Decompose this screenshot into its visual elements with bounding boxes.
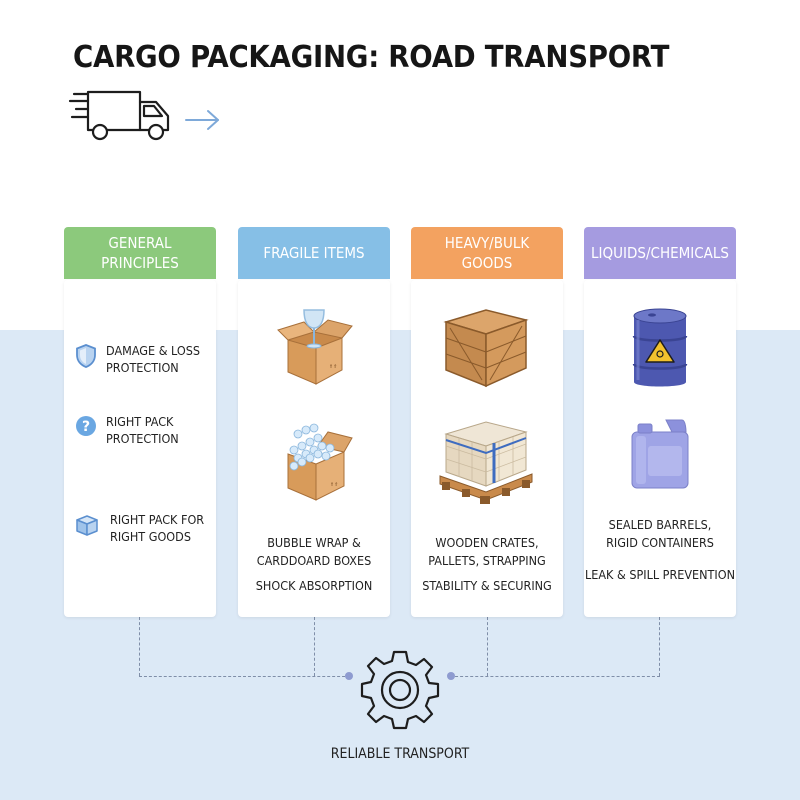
principle-right-pack: RIGHT PACK PROTECTION [106, 414, 179, 446]
svg-text:?: ? [82, 419, 90, 435]
page-title: CARGO PACKAGING: ROAD TRANSPORT [73, 40, 670, 75]
header-general-principles: GENERAL PRINCIPLES [64, 227, 216, 279]
connector-line [314, 617, 315, 676]
truck-icon [68, 90, 170, 141]
liquids-benefit: LEAK & SPILL PREVENTION [584, 567, 736, 582]
jerrycan-icon [631, 419, 689, 489]
connector-dot [447, 672, 455, 680]
gear-icon [360, 650, 440, 730]
fragile-description: BUBBLE WRAP & CARDDOARD BOXES [256, 535, 372, 568]
footer-label: RELIABLE TRANSPORT [330, 746, 470, 762]
wooden-crate-icon [443, 309, 529, 388]
heavy-description: WOODEN CRATES, PALLETS, STRAPPING [428, 535, 546, 568]
connector-line [139, 676, 350, 677]
connector-line [139, 617, 140, 676]
question-icon: ? [76, 416, 96, 436]
connector-dot [345, 672, 353, 680]
connector-line [487, 617, 488, 676]
principle-damage-loss: DAMAGE & LOSS PROTECTION [106, 343, 200, 375]
glass-box-icon: ⇑⇑ [277, 309, 353, 385]
shield-icon [76, 344, 96, 368]
connector-line [450, 676, 660, 677]
pallet-icon [439, 421, 533, 504]
card-general-principles [64, 280, 216, 617]
liquids-description: SEALED BARRELS, RIGID CONTAINERS [606, 517, 714, 550]
box-icon [76, 515, 98, 536]
fragile-benefit: SHOCK ABSORPTION [255, 578, 373, 593]
hazard-barrel-icon [632, 308, 688, 387]
arrow-right-icon [185, 110, 219, 130]
principle-right-goods: RIGHT PACK FOR RIGHT GOODS [110, 512, 205, 544]
header-fragile-items: FRAGILE ITEMS [238, 227, 390, 279]
bubble-wrap-box-icon: ⇑⇑ [287, 423, 353, 501]
svg-text:⇑⇑: ⇑⇑ [329, 364, 337, 370]
header-heavy-bulk-goods: HEAVY/BULK GOODS [411, 227, 563, 279]
svg-text:⇑⇑: ⇑⇑ [330, 482, 338, 488]
header-liquids-chemicals: LIQUIDS/CHEMICALS [584, 227, 736, 279]
heavy-benefit: STABILITY & SECURING [422, 578, 552, 593]
connector-line [659, 617, 660, 676]
